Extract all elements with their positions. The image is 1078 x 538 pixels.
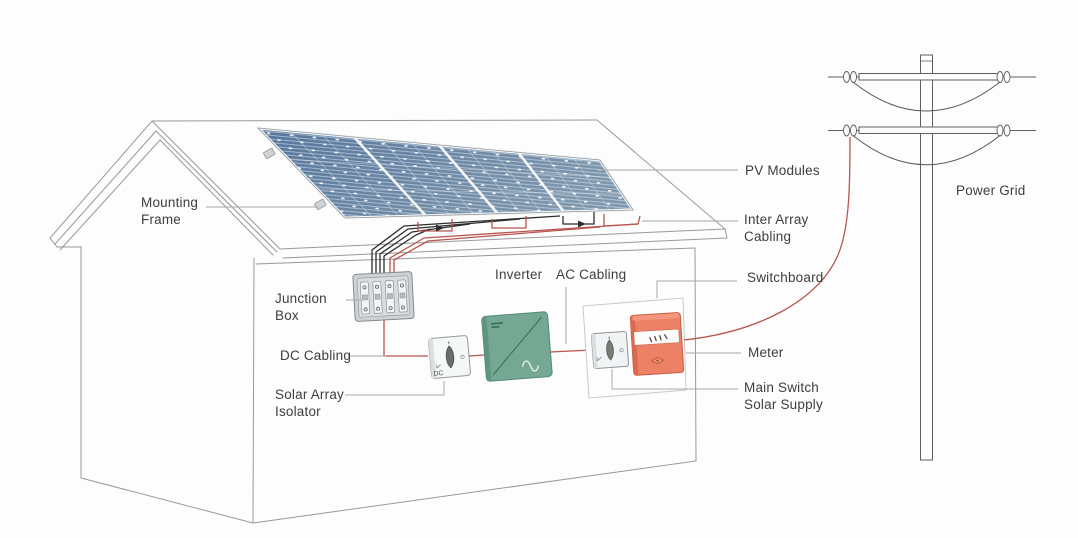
label-power-grid: Power Grid xyxy=(956,183,1026,198)
meter-display xyxy=(633,328,680,346)
leader-solar-array-isolator xyxy=(345,381,445,396)
rotary-knob xyxy=(606,339,614,361)
label-inverter: Inverter xyxy=(495,267,543,282)
label-pv-modules: PV Modules xyxy=(745,163,820,178)
insulators-upper xyxy=(843,71,1011,83)
dc-marking: DC xyxy=(433,370,444,378)
meter-digits xyxy=(649,334,668,343)
label-junction-box-line1: Junction xyxy=(275,291,327,306)
sine-wave-icon xyxy=(521,360,540,372)
module-dividers xyxy=(353,136,566,217)
leader-main-switch xyxy=(611,369,738,390)
inverter xyxy=(481,311,553,382)
solar-array-isolator: DC xyxy=(428,335,471,379)
labels: Mounting Frame PV Modules Inter Array Ca… xyxy=(141,163,1026,419)
grid-service-wire xyxy=(683,136,851,341)
junction-box xyxy=(352,271,415,322)
label-main-switch-line2: Solar Supply xyxy=(744,397,823,412)
leader-switchboard xyxy=(656,280,737,298)
label-switchboard: Switchboard xyxy=(747,270,824,285)
label-dc-cabling: DC Cabling xyxy=(280,348,351,363)
label-junction-box-line2: Box xyxy=(275,308,299,323)
label-meter: Meter xyxy=(748,345,784,360)
leader-lines xyxy=(206,169,741,396)
switchboard xyxy=(582,297,687,399)
meter xyxy=(629,312,685,376)
label-mounting-frame-line1: Mounting xyxy=(141,195,198,210)
label-inter-array-cabling-line1: Inter Array xyxy=(744,212,809,227)
power-pole xyxy=(828,54,1036,461)
insulators-lower xyxy=(843,124,1011,137)
solar-array xyxy=(254,126,636,220)
label-inter-array-cabling-line2: Cabling xyxy=(744,229,791,244)
junction-box-slots xyxy=(359,279,408,315)
cell-lines xyxy=(287,130,623,218)
rotary-knob xyxy=(445,345,455,369)
house xyxy=(49,119,728,524)
label-solar-array-isolator-line2: Isolator xyxy=(275,404,321,419)
label-solar-array-isolator-line1: Solar Array xyxy=(275,387,344,402)
label-ac-cabling: AC Cabling xyxy=(556,267,626,282)
main-switch-solar-supply xyxy=(590,330,630,370)
array-wiring xyxy=(371,212,641,275)
label-mounting-frame-line2: Frame xyxy=(141,212,181,227)
dc-cabling-wire xyxy=(383,320,428,357)
label-main-switch-line1: Main Switch xyxy=(744,380,819,395)
